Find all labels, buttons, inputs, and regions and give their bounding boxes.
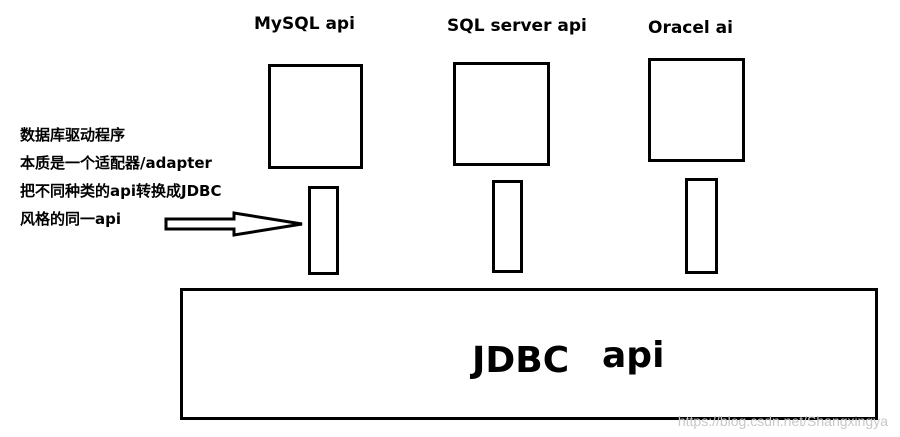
- note-line-2: 本质是一个适配器/adapter: [20, 154, 212, 172]
- driver-adapter-mysql: [308, 186, 339, 275]
- jdbc-title: JDBC: [472, 340, 570, 381]
- driver-adapter-oracle: [685, 178, 718, 274]
- jdbc-api-box: [180, 288, 878, 420]
- jdbc-subtitle: api: [602, 335, 665, 376]
- api-box-mysql: [268, 64, 363, 169]
- note-line-1: 数据库驱动程序: [20, 126, 126, 144]
- api-box-oracle: [648, 58, 745, 162]
- api-label-oracle: Oracel ai: [648, 18, 733, 38]
- note-line-3: 把不同种类的api转换成JDBC: [20, 182, 222, 200]
- note-line-4: 风格的同一api: [20, 210, 122, 228]
- watermark-text: https://blog.csdn.net/Shangxingya: [677, 413, 888, 429]
- api-label-sqlserver: SQL server api: [447, 16, 587, 36]
- driver-adapter-sqlserver: [492, 180, 523, 273]
- api-label-mysql: MySQL api: [254, 14, 355, 34]
- api-box-sqlserver: [453, 62, 550, 166]
- arrow-right-icon: [164, 211, 303, 237]
